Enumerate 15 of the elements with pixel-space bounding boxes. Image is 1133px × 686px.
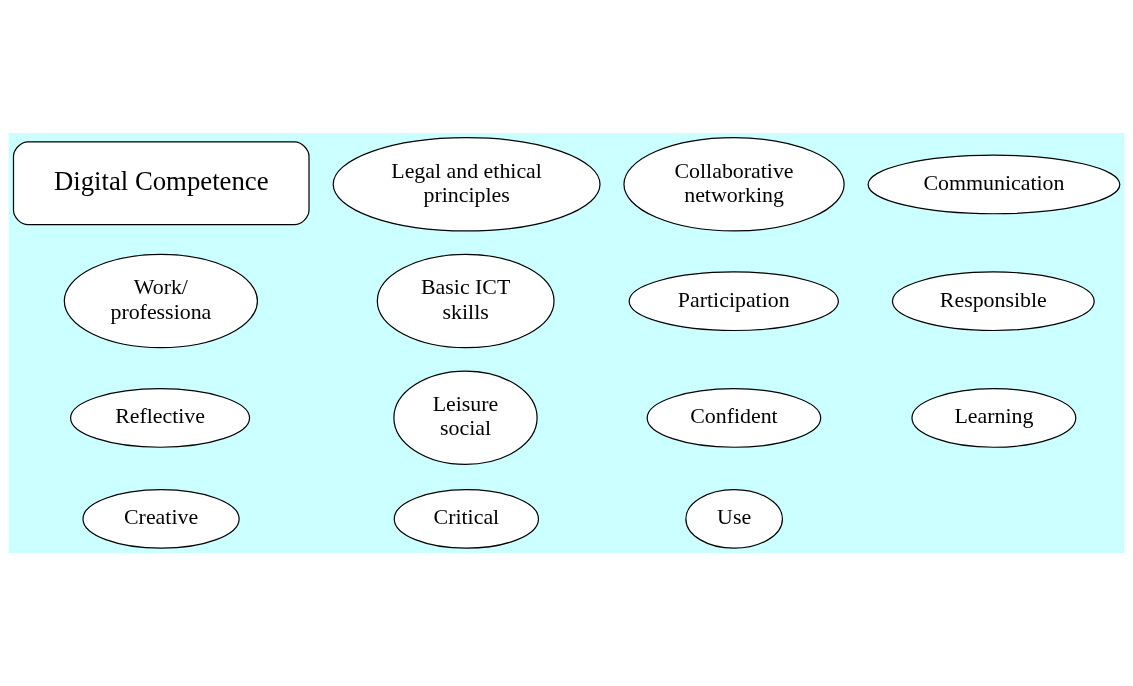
node-ellipse: Reflective — [70, 388, 251, 448]
node-ellipse: Leisure social — [393, 370, 538, 466]
node-ellipse: Legal and ethical principles — [332, 137, 601, 232]
node-ellipse: Critical — [393, 489, 540, 549]
node-ellipse: Responsible — [891, 271, 1095, 332]
node-ellipse: Use — [685, 489, 784, 549]
node-ellipse: Participation — [628, 271, 839, 332]
node-ellipse: Learning — [911, 388, 1077, 448]
node-box: Digital Competence — [12, 141, 310, 226]
node-ellipse: Communication — [867, 154, 1121, 215]
node-ellipse: Creative — [82, 489, 240, 549]
node-ellipse: Basic ICT skills — [376, 253, 555, 349]
node-ellipse: Confident — [646, 388, 822, 448]
node-ellipse: Work/ professiona — [63, 253, 259, 349]
node-ellipse: Collaborative networking — [623, 137, 845, 232]
